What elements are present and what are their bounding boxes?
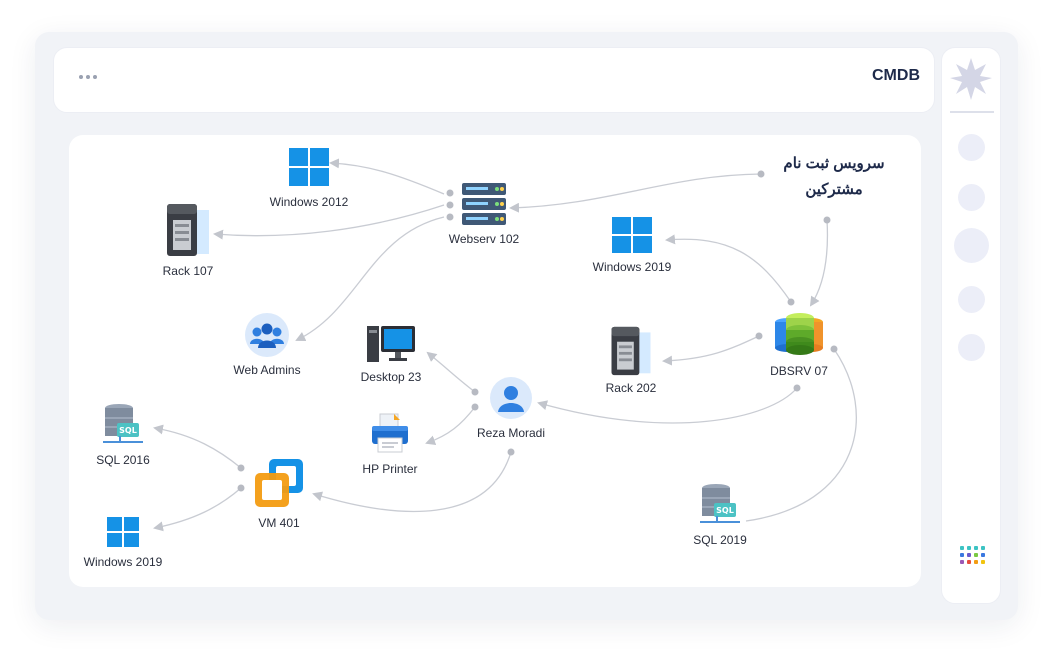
svg-text:SQL: SQL xyxy=(119,426,137,435)
node-label: SQL 2019 xyxy=(693,533,747,547)
sidebar-divider xyxy=(950,111,994,113)
sql-server-icon: SQL xyxy=(700,484,740,523)
link-vm-sql2016 xyxy=(153,424,242,469)
link-dbsrv-sql2019 xyxy=(745,348,857,522)
node-label: Windows 2019 xyxy=(592,260,672,274)
server-rack-icon xyxy=(167,204,209,256)
node-webserv-102[interactable]: Webserv 102 xyxy=(444,182,524,246)
printer-icon xyxy=(372,413,408,453)
node-hp-printer[interactable]: HP Printer xyxy=(351,412,429,476)
virtual-machine-icon xyxy=(255,459,303,507)
node-label: Windows 2019 xyxy=(83,555,163,569)
node-label: Rack 202 xyxy=(605,381,657,395)
app-title: CMDB xyxy=(872,67,920,84)
node-label: Webserv 102 xyxy=(448,232,520,246)
diagram-canvas: سرویس ثبت نام مشترکین Windows 2012 Webse… xyxy=(69,135,921,587)
sidebar-nav-item-1[interactable] xyxy=(958,134,985,161)
node-label: Desktop 23 xyxy=(360,370,422,384)
node-rack-202[interactable]: Rack 202 xyxy=(596,325,666,395)
svg-text:SQL: SQL xyxy=(716,506,734,515)
node-sql-2019[interactable]: SQL SQL 2019 xyxy=(684,483,756,547)
node-label: HP Printer xyxy=(362,462,418,476)
sidebar xyxy=(941,47,1001,604)
link-webserv-rack107 xyxy=(213,204,445,240)
apps-grid-icon[interactable] xyxy=(960,546,985,564)
node-rack-107[interactable]: Rack 107 xyxy=(153,202,223,278)
link-reza-vm xyxy=(312,451,512,513)
link-service-webserv xyxy=(509,173,762,213)
database-icon xyxy=(775,313,823,355)
sidebar-nav-item-5[interactable] xyxy=(958,334,985,361)
node-windows-2019-b[interactable]: Windows 2019 xyxy=(77,517,169,569)
service-title: سرویس ثبت نام مشترکین xyxy=(783,155,885,198)
node-web-admins[interactable]: Web Admins xyxy=(227,312,307,377)
node-vm-401[interactable]: VM 401 xyxy=(244,457,314,530)
link-vm-windows2019 xyxy=(153,487,242,532)
server-stack-icon xyxy=(462,183,506,225)
windows-logo-icon xyxy=(612,217,652,253)
node-label: SQL 2016 xyxy=(96,453,150,467)
node-sql-2016[interactable]: SQL SQL 2016 xyxy=(87,403,159,467)
top-bar: CMDB xyxy=(53,47,935,113)
node-windows-2019-a[interactable]: Windows 2019 xyxy=(587,217,677,274)
sidebar-nav-item-3[interactable] xyxy=(954,228,989,263)
node-label: Web Admins xyxy=(233,363,301,377)
node-label: Reza Moradi xyxy=(476,426,546,440)
sidebar-nav-item-4[interactable] xyxy=(958,286,985,313)
link-dbsrv-reza xyxy=(537,387,798,424)
more-dots-icon[interactable] xyxy=(79,75,97,79)
windows-logo-icon xyxy=(289,148,329,186)
link-dbsrv-rack202 xyxy=(662,335,760,366)
node-label: DBSRV 07 xyxy=(770,364,828,378)
node-windows-2012[interactable]: Windows 2012 xyxy=(269,148,349,209)
leaf-logo-icon[interactable] xyxy=(948,54,994,104)
link-webserv-webadmins xyxy=(295,216,445,342)
server-rack-icon xyxy=(611,326,651,376)
node-dbsrv-07[interactable]: DBSRV 07 xyxy=(759,310,839,378)
user-group-icon xyxy=(245,313,289,357)
node-label: Rack 107 xyxy=(162,264,214,278)
connector-links xyxy=(153,158,857,532)
link-webserv-windows2012 xyxy=(329,158,445,195)
node-desktop-23[interactable]: Desktop 23 xyxy=(352,324,430,384)
link-service-dbsrv xyxy=(809,219,829,307)
node-label: Windows 2012 xyxy=(269,195,349,209)
windows-logo-icon xyxy=(107,517,139,547)
link-reza-desktop xyxy=(426,351,476,393)
link-reza-printer xyxy=(425,406,476,445)
user-avatar-icon xyxy=(490,377,532,419)
link-dbsrv-windows2019 xyxy=(665,234,792,303)
node-reza-moradi[interactable]: Reza Moradi xyxy=(471,376,551,440)
sidebar-nav-item-2[interactable] xyxy=(958,184,985,211)
sql-server-icon: SQL xyxy=(103,404,143,443)
desktop-computer-icon xyxy=(367,326,415,362)
node-label: VM 401 xyxy=(258,516,300,530)
